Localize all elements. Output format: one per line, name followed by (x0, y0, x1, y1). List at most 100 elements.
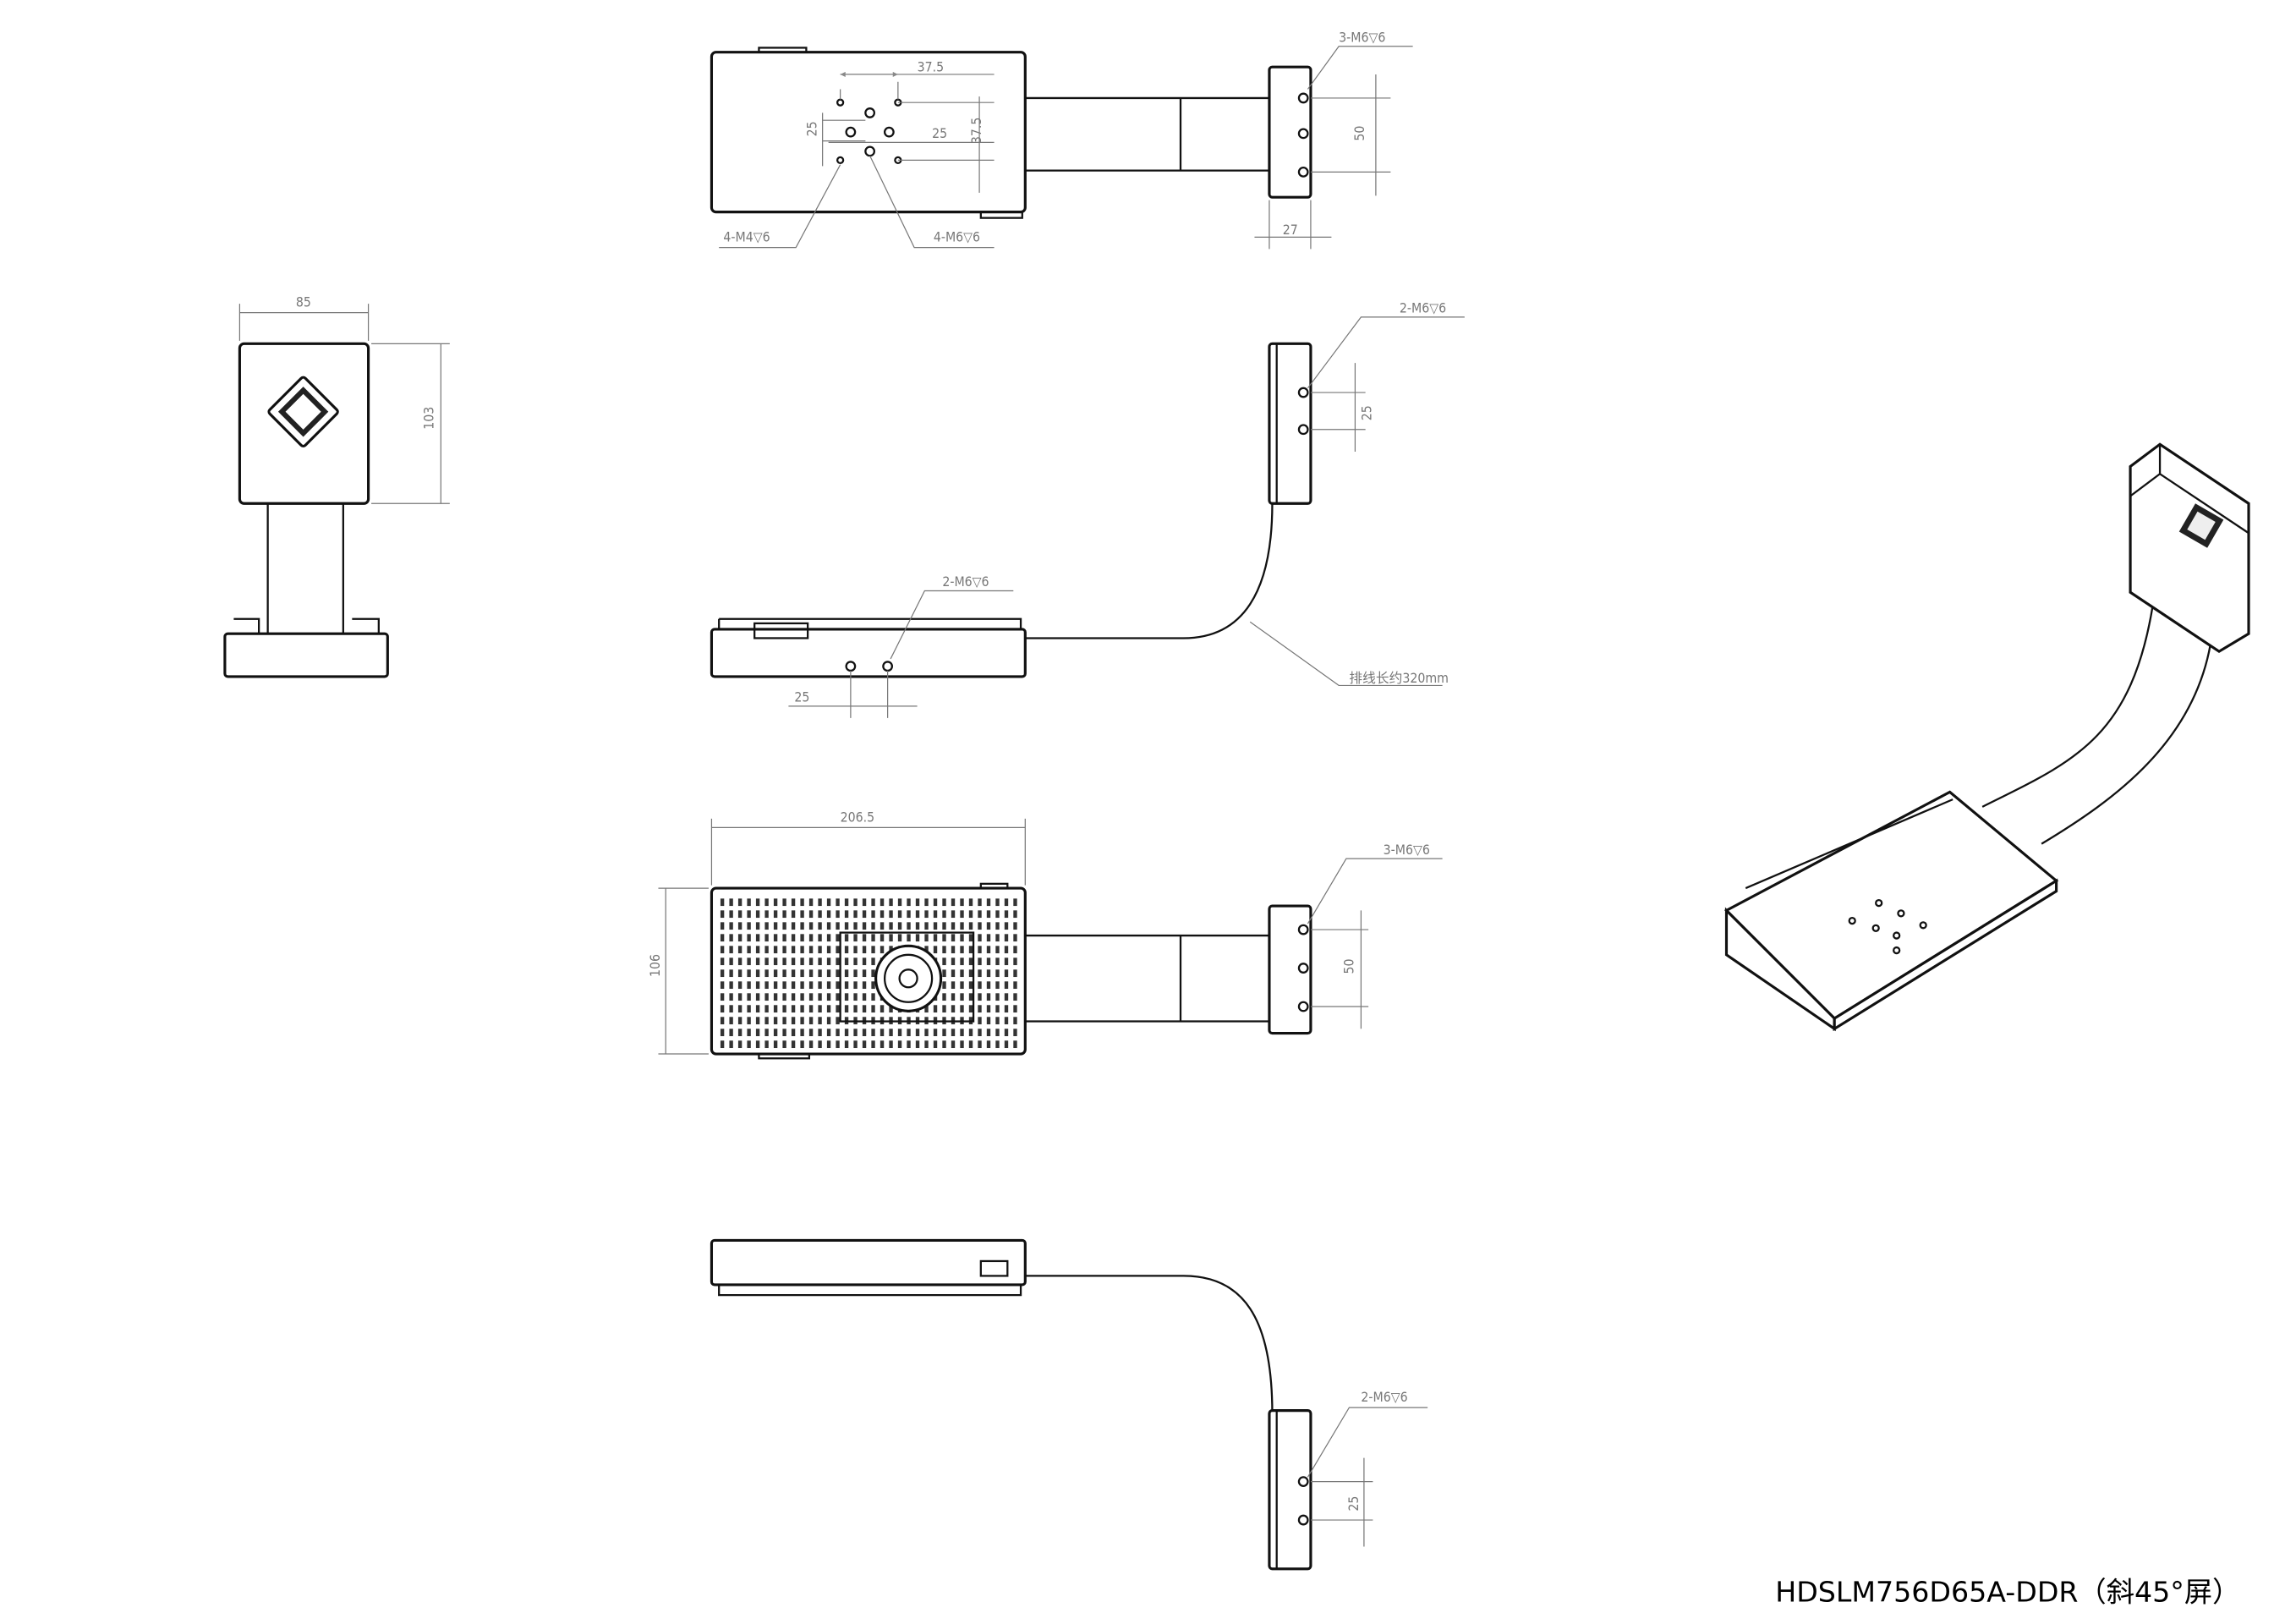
vent-slot (995, 910, 1000, 919)
vent-slot (737, 946, 743, 954)
vent-slot (933, 1040, 938, 1049)
ribbon-cable (1025, 503, 1274, 639)
vent-slot (915, 898, 920, 907)
vent-slot (915, 1029, 920, 1037)
vent-slot (808, 957, 814, 966)
vent-slot (853, 993, 858, 1001)
vent-slot (764, 1005, 769, 1013)
vent-slot (862, 1040, 867, 1049)
connector (979, 1259, 1009, 1277)
vent-slot (773, 922, 778, 930)
callout-4-m6: 4-M6▽6 (934, 229, 980, 245)
vent-slot (968, 969, 973, 978)
vent-slot (995, 1017, 1000, 1025)
vent-slot (897, 1040, 902, 1049)
vent-slot (782, 1040, 786, 1049)
vent-slot (720, 1029, 725, 1037)
vent-slot (924, 922, 929, 930)
heatsink (839, 931, 975, 1023)
vent-slot (836, 1017, 840, 1025)
vent-slot (933, 910, 938, 919)
hole (1919, 921, 1927, 930)
vent-slot (764, 934, 769, 942)
vent-slot (800, 922, 804, 930)
vent-slot (960, 934, 964, 942)
head-dims (1254, 46, 1413, 250)
vent-slot (986, 946, 991, 954)
vent-slot (791, 910, 796, 919)
vent-slot (747, 946, 751, 954)
vent-slot (853, 1029, 858, 1037)
vent-slot (862, 922, 867, 930)
vent-slot (853, 1040, 858, 1049)
vent-slot (951, 922, 956, 930)
vent-slot (791, 1017, 796, 1025)
dim-85: 85 (296, 294, 311, 310)
vent-slot (818, 969, 822, 978)
vent-slot (729, 993, 733, 1001)
vent-slot (986, 1017, 991, 1025)
vent-slot (729, 981, 733, 990)
vent-slot (808, 946, 814, 954)
vent-slot (818, 934, 822, 942)
vent-slot (871, 898, 875, 907)
vent-slot (773, 898, 778, 907)
vent-slot (871, 969, 875, 978)
fan-blades (883, 953, 934, 1003)
pin-header-row (718, 617, 1022, 629)
vent-slot (968, 946, 973, 954)
vent-slot (764, 946, 769, 954)
vent-slot (1013, 957, 1017, 966)
vent-slot (826, 993, 831, 1001)
vent-slot (951, 1029, 956, 1037)
vent-slot (879, 898, 885, 907)
vent-slot (933, 946, 938, 954)
connectors (233, 617, 380, 634)
vent-slot (995, 898, 1000, 907)
vent-slot (960, 1040, 964, 1049)
vent-slot (826, 1040, 831, 1049)
vent-slot (773, 946, 778, 954)
vent-slot (879, 1040, 885, 1049)
vent-slot (907, 1040, 911, 1049)
vent-slot (951, 957, 956, 966)
vent-slot (951, 993, 956, 1001)
vent-slot (942, 981, 946, 990)
vent-slot (826, 1005, 831, 1013)
vent-slot (747, 957, 751, 966)
vent-slot (720, 946, 725, 954)
vent-slot (871, 957, 875, 966)
vent-slot (729, 1040, 733, 1049)
vent-slot (960, 993, 964, 1001)
vent-slot (879, 922, 885, 930)
hole (1897, 909, 1905, 918)
top-view: 37.5 25 25 37.5 4-M4▽6 4-M6▽6 3-M6▽6 50 … (710, 29, 1413, 250)
vent-slot (800, 934, 804, 942)
vent-slot (1013, 922, 1017, 930)
vent-slot (978, 946, 982, 954)
vent-slot (764, 981, 769, 990)
hole-m6 (1297, 1514, 1309, 1526)
vent-slot (737, 981, 743, 990)
vent-slot (871, 910, 875, 919)
vent-slot (968, 1005, 973, 1013)
vent-slot (791, 957, 796, 966)
vent-slot (764, 1017, 769, 1025)
vent-slot (782, 969, 786, 978)
vent-slot (960, 898, 964, 907)
hole-m6 (883, 126, 895, 138)
vent-slot (853, 934, 858, 942)
vent-slot (782, 946, 786, 954)
vent-slot (836, 946, 840, 954)
vent-slot (978, 1040, 982, 1049)
vent-slot (889, 1029, 893, 1037)
vent-slot (747, 993, 751, 1001)
vent-slot (755, 981, 760, 990)
pin-header-row (718, 1284, 1022, 1297)
dim-lines (822, 74, 995, 193)
vent-slot (737, 1005, 743, 1013)
vent-slot (978, 1005, 982, 1013)
vent-slot (791, 946, 796, 954)
side-view: 85 103 (223, 294, 450, 678)
vent-slot (995, 934, 1000, 942)
